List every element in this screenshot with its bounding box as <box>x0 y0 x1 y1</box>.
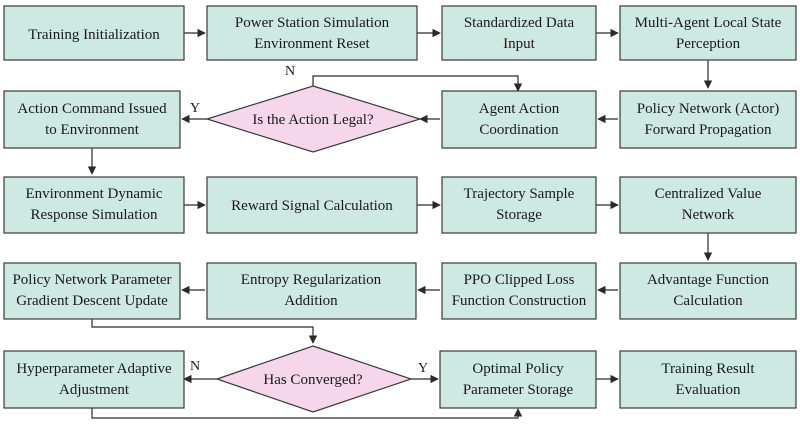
edge-n16-n17 <box>91 408 523 419</box>
node-label: PPO Clipped Loss <box>464 272 575 288</box>
node-hyperparameter-adjustment: Hyperparameter Adaptive Adjustment <box>3 350 185 409</box>
edges <box>87 28 713 419</box>
node-label: Adjustment <box>59 382 130 398</box>
node-label: Centralized Value <box>655 186 762 202</box>
node-label: Gradient Descent Update <box>16 293 168 309</box>
edge-label-d1-no: N <box>285 64 295 79</box>
node-actor-forward: Policy Network (Actor) Forward Propagati… <box>619 90 797 149</box>
node-standardized-data-input: Standardized Data Input <box>441 5 597 61</box>
node-label: Response Simulation <box>30 207 158 223</box>
node-action-command-issued: Action Command Issued to Environment <box>3 90 181 149</box>
node-label: Hyperparameter Adaptive <box>16 361 172 377</box>
node-advantage-function: Advantage Function Calculation <box>619 262 797 320</box>
node-label: Input <box>503 36 535 52</box>
node-label: Policy Network Parameter <box>12 272 171 288</box>
node-label: Calculation <box>673 293 743 309</box>
node-entropy-regularization: Entropy Regularization Addition <box>206 262 417 320</box>
node-label: Trajectory Sample <box>464 186 575 202</box>
node-label: Parameter Storage <box>463 382 574 398</box>
node-label: Multi-Agent Local State <box>635 15 782 31</box>
node-agent-action-coordination: Agent Action Coordination <box>441 90 597 149</box>
node-optimal-policy-storage: Optimal Policy Parameter Storage <box>439 350 597 409</box>
edge-d1-n6-no <box>312 75 523 92</box>
node-reward-signal: Reward Signal Calculation <box>206 176 418 234</box>
decision-action-legal: Is the Action Legal? <box>204 85 423 153</box>
node-label: Perception <box>676 36 741 52</box>
node-label: Environment Dynamic <box>25 186 162 202</box>
node-centralized-value-network: Centralized Value Network <box>619 176 797 234</box>
node-label: Addition <box>284 293 338 309</box>
node-label: Action Command Issued <box>17 101 167 117</box>
node-trajectory-storage: Trajectory Sample Storage <box>441 176 597 234</box>
node-local-state-perception: Multi-Agent Local State Perception <box>619 5 797 61</box>
node-label: Training Initialization <box>28 27 160 43</box>
node-label: Agent Action <box>479 101 560 117</box>
node-label: Advantage Function <box>647 272 770 288</box>
node-training-initialization: Training Initialization <box>3 5 185 61</box>
node-environment-dynamic-response: Environment Dynamic Response Simulation <box>3 176 185 234</box>
node-label: Forward Propagation <box>644 122 772 138</box>
node-label: Evaluation <box>676 382 741 398</box>
node-training-result-evaluation: Training Result Evaluation <box>619 350 797 409</box>
node-label: Training Result <box>661 361 755 377</box>
node-label: Storage <box>496 207 542 223</box>
node-label: Environment Reset <box>254 36 370 52</box>
node-label: Reward Signal Calculation <box>231 198 393 214</box>
node-label: Power Station Simulation <box>235 15 390 31</box>
node-gradient-descent-update: Policy Network Parameter Gradient Descen… <box>3 262 181 320</box>
node-environment-reset: Power Station Simulation Environment Res… <box>206 5 418 61</box>
edge-n15-d2 <box>91 319 318 344</box>
edge-label-d2-yes: Y <box>418 361 428 376</box>
node-label: Coordination <box>479 122 559 138</box>
node-label: Optimal Policy <box>472 361 564 377</box>
node-label: Function Construction <box>452 293 587 309</box>
node-label: to Environment <box>45 122 140 138</box>
node-ppo-clipped-loss: PPO Clipped Loss Function Construction <box>441 262 597 320</box>
node-label: Entropy Regularization <box>241 272 382 288</box>
decision-label: Has Converged? <box>263 372 363 388</box>
decision-has-converged: Has Converged? <box>215 345 413 413</box>
edge-label-d2-no: N <box>190 359 200 374</box>
edge-label-d1-yes: Y <box>190 101 200 116</box>
node-label: Network <box>682 207 735 223</box>
decision-label: Is the Action Legal? <box>252 112 374 128</box>
node-label: Policy Network (Actor) <box>637 101 779 117</box>
node-label: Standardized Data <box>464 15 575 31</box>
